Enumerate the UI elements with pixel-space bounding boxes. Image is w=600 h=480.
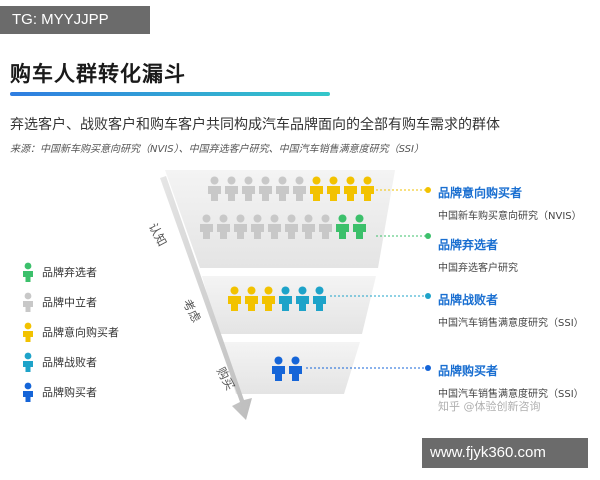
person-icon [23, 262, 33, 282]
neutral-person-icon [268, 214, 281, 239]
funnel-awareness-tier [165, 170, 395, 268]
watermark: 知乎 @体验创新咨询 [438, 400, 541, 413]
neutral-person-icon [242, 176, 255, 201]
annotation-title: 品牌意向购买者 [438, 186, 523, 200]
defeated-person-icon [279, 286, 292, 311]
neutral-person-icon [293, 176, 306, 201]
neutral-person-icon [234, 214, 247, 239]
abandoner-person-icon [336, 214, 349, 239]
neutral-person-icon [259, 176, 272, 201]
page-title: 购车人群转化漏斗 [10, 62, 186, 86]
legend-item-intender: 品牌意向购买者 [20, 322, 150, 342]
defeated-person-icon [313, 286, 326, 311]
intender-person-icon [228, 286, 241, 311]
legend-item-abandoner: 品牌弃选者 [20, 262, 150, 282]
buyer-person-icon [272, 356, 285, 381]
annotation-title: 品牌购买者 [438, 364, 499, 378]
leader-dots [425, 187, 431, 371]
neutral-person-icon [200, 214, 213, 239]
annotation-title: 品牌战败者 [438, 293, 499, 307]
funnel-left-arrow [160, 176, 252, 420]
intender-person-icon [327, 176, 340, 201]
neutral-person-icon [285, 214, 298, 239]
legend-label: 品牌中立者 [42, 296, 97, 309]
annotation-intender: 品牌意向购买者 中国新车购买意向研究（NVIS） [438, 184, 582, 222]
intender-person-icon [262, 286, 275, 311]
buyer-person-icon [289, 356, 302, 381]
neutral-person-icon [225, 176, 238, 201]
person-icon [23, 352, 33, 372]
legend-label: 品牌购买者 [42, 386, 97, 399]
legend-label: 品牌弃选者 [42, 266, 97, 279]
annotation-source: 中国汽车销售满意度研究（SSI） [438, 318, 584, 329]
person-icons-layer [200, 176, 374, 381]
person-icon [23, 322, 33, 342]
annotation-defeated: 品牌战败者 中国汽车销售满意度研究（SSI） [438, 291, 584, 329]
legend-item-neutral: 品牌中立者 [20, 292, 150, 312]
abandoner-person-icon [353, 214, 366, 239]
neutral-person-icon [276, 176, 289, 201]
url-tag: www.fjyk360.com [422, 438, 588, 468]
neutral-person-icon [217, 214, 230, 239]
top-left-tag: TG: MYYJJPP [0, 6, 150, 34]
neutral-person-icon [302, 214, 315, 239]
annotation-title: 品牌弃选者 [438, 238, 499, 252]
legend-label: 品牌战败者 [42, 356, 97, 369]
title-underline [10, 92, 330, 96]
defeated-person-icon [296, 286, 309, 311]
neutral-person-icon [208, 176, 221, 201]
annotation-abandoner: 品牌弃选者 中国弃选客户研究 [438, 236, 518, 274]
intender-person-icon [310, 176, 323, 201]
annotation-source: 中国新车购买意向研究（NVIS） [438, 211, 582, 222]
annotation-source: 中国弃选客户研究 [438, 263, 518, 274]
neutral-person-icon [251, 214, 264, 239]
intender-person-icon [245, 286, 258, 311]
annotation-buyer: 品牌购买者 中国汽车销售满意度研究（SSI） [438, 362, 584, 400]
intender-person-icon [361, 176, 374, 201]
intender-person-icon [344, 176, 357, 201]
person-icon [23, 382, 33, 402]
subtitle: 弃选客户、战败客户和购车客户共同构成汽车品牌面向的全部有购车需求的群体 [10, 117, 500, 133]
person-icon [23, 292, 33, 312]
legend-label: 品牌意向购买者 [42, 326, 119, 339]
source-note: 来源：中国新车购买意向研究（NVIS）、中国弃选客户研究、中国汽车销售满意度研究… [10, 144, 424, 155]
legend-item-buyer: 品牌购买者 [20, 382, 150, 402]
neutral-person-icon [319, 214, 332, 239]
legend-item-defeated: 品牌战败者 [20, 352, 150, 372]
annotation-source: 中国汽车销售满意度研究（SSI） [438, 389, 584, 400]
dotted-leader-lines [306, 189, 428, 369]
